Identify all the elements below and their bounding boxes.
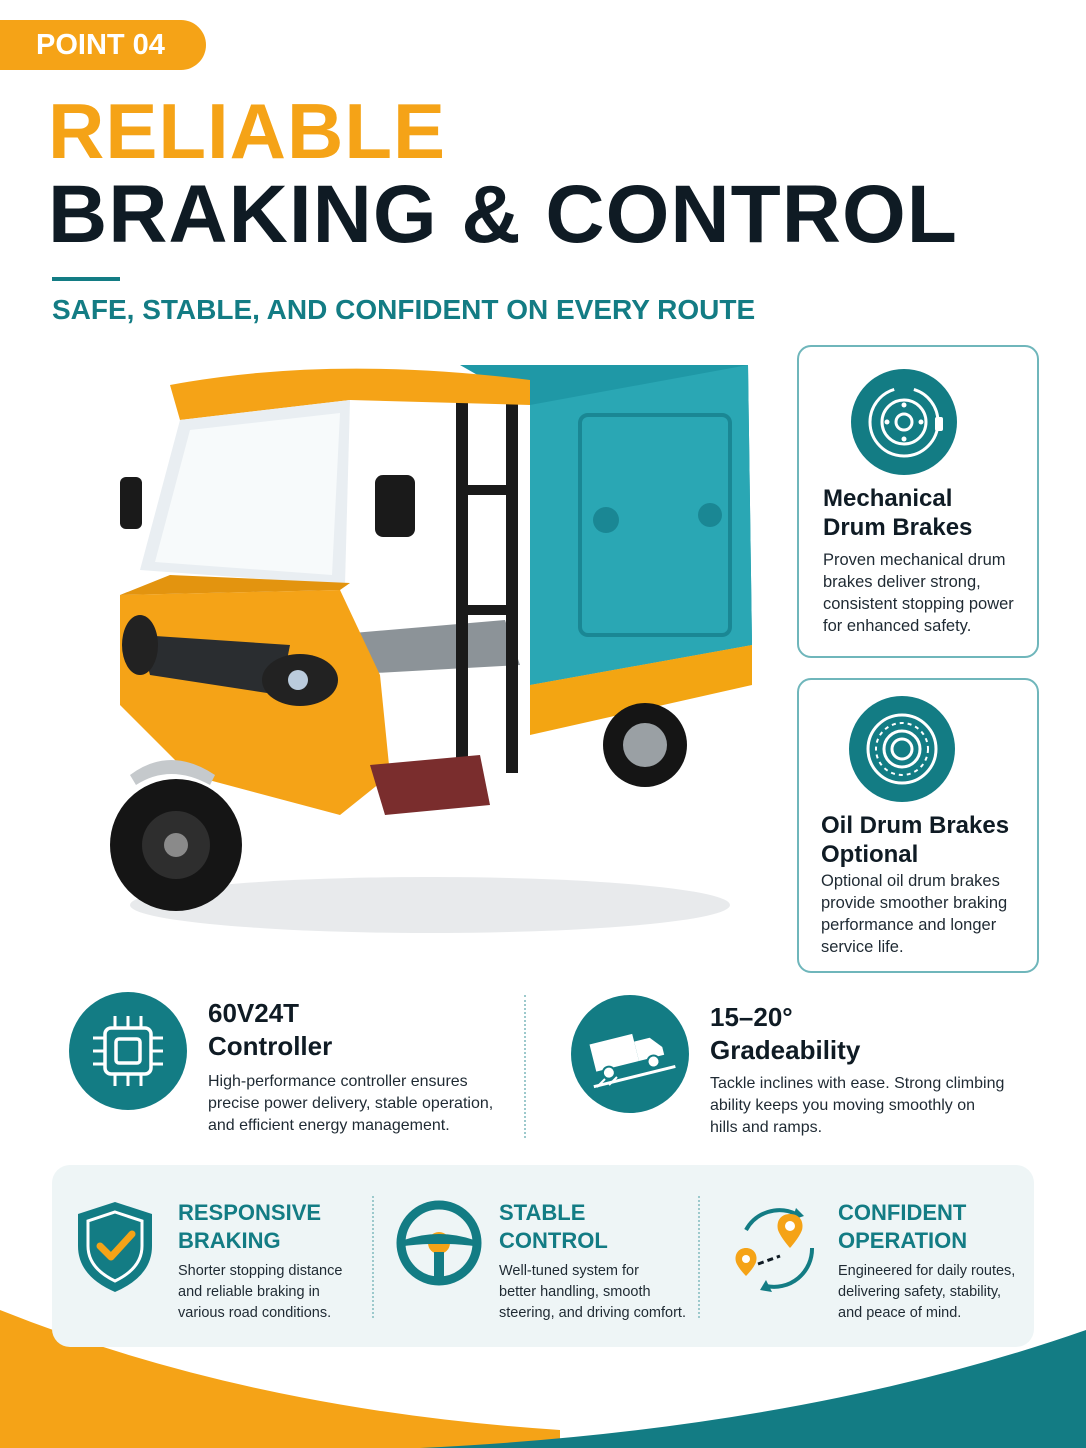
feature-desc-line: hills and ramps.	[710, 1119, 823, 1136]
card-desc-line: Proven mechanical drum	[823, 551, 1006, 569]
card-title-line-1: Oil Drum Brakes	[821, 812, 1010, 839]
benefit-desc-line: better handling, smooth	[499, 1284, 651, 1300]
benefit-desc-line: steering, and driving comfort.	[499, 1305, 686, 1321]
title-line-2: BRAKING & CONTROL	[48, 169, 958, 260]
cargo-tricycle-image	[110, 365, 752, 933]
card-title-line-1: Mechanical	[823, 485, 953, 512]
feature-divider	[524, 995, 526, 1138]
benefit-desc-line: and peace of mind.	[838, 1305, 962, 1321]
benefits-panel	[52, 1165, 1034, 1347]
benefit-title-line-2: OPERATION	[838, 1228, 968, 1253]
shield-check-icon	[72, 1198, 158, 1301]
card-title-line-2: Optional	[821, 841, 919, 868]
benefit-title-line-1: CONFIDENT	[838, 1200, 967, 1225]
benefit-title-line-1: STABLE	[499, 1200, 586, 1225]
decorative-swoosh	[0, 1310, 1086, 1448]
title-underline	[52, 277, 120, 281]
benefit-title-line-2: CONTROL	[499, 1228, 608, 1253]
point-badge: POINT 04	[0, 20, 206, 70]
controller-chip-icon	[69, 992, 187, 1110]
benefit-desc-line: Well-tuned system for	[499, 1263, 639, 1279]
feature-desc-line: Tackle inclines with ease. Strong climbi…	[710, 1075, 1005, 1092]
benefit-desc-line: and reliable braking in	[178, 1284, 320, 1300]
feature-title-line-2: Controller	[208, 1031, 333, 1061]
benefit-title-line-2: BRAKING	[178, 1228, 281, 1253]
oil-drum-brake-icon	[849, 696, 955, 802]
card-desc-line: service life.	[821, 938, 904, 956]
subtitle: SAFE, STABLE, AND CONFIDENT ON EVERY ROU…	[52, 294, 756, 325]
card-desc-line: performance and longer	[821, 916, 997, 934]
benefit-title-line-1: RESPONSIVE	[178, 1200, 322, 1225]
benefit-desc-line: various road conditions.	[178, 1305, 332, 1321]
benefit-divider	[372, 1196, 374, 1318]
benefit-desc-line: Engineered for daily routes,	[838, 1263, 1016, 1279]
benefit-divider	[698, 1196, 700, 1318]
steering-wheel-icon	[396, 1200, 482, 1291]
card-title-line-2: Drum Brakes	[823, 514, 973, 541]
drum-brake-icon	[851, 369, 957, 475]
benefit-desc-line: delivering safety, stability,	[838, 1284, 1002, 1300]
feature-card-oil-drum-brakes: Oil Drum Brakes Optional Optional oil dr…	[797, 678, 1039, 973]
feature-desc-line: precise power delivery, stable operation…	[208, 1095, 494, 1112]
card-desc-line: brakes deliver strong,	[823, 573, 981, 591]
feature-title-line-1: 15–20°	[710, 1002, 793, 1032]
card-desc-line: Optional oil drum brakes	[821, 872, 1000, 890]
card-desc-line: consistent stopping power	[823, 595, 1014, 613]
card-desc-line: provide smoother braking	[821, 894, 1008, 912]
title-line-1: RELIABLE	[48, 87, 446, 175]
feature-desc-line: High-performance controller ensures	[208, 1073, 468, 1090]
route-pins-icon	[726, 1200, 822, 1301]
feature-desc-line: ability keeps you moving smoothly on	[710, 1097, 976, 1114]
feature-title-line-2: Gradeability	[710, 1035, 861, 1065]
truck-incline-icon	[571, 995, 689, 1113]
feature-title-line-1: 60V24T	[208, 998, 300, 1028]
benefit-desc-line: Shorter stopping distance	[178, 1263, 343, 1279]
feature-desc-line: and efficient energy management.	[208, 1117, 450, 1134]
card-desc-line: for enhanced safety.	[823, 617, 972, 635]
feature-card-mechanical-drum-brakes: Mechanical Drum Brakes Proven mechanical…	[797, 345, 1039, 658]
